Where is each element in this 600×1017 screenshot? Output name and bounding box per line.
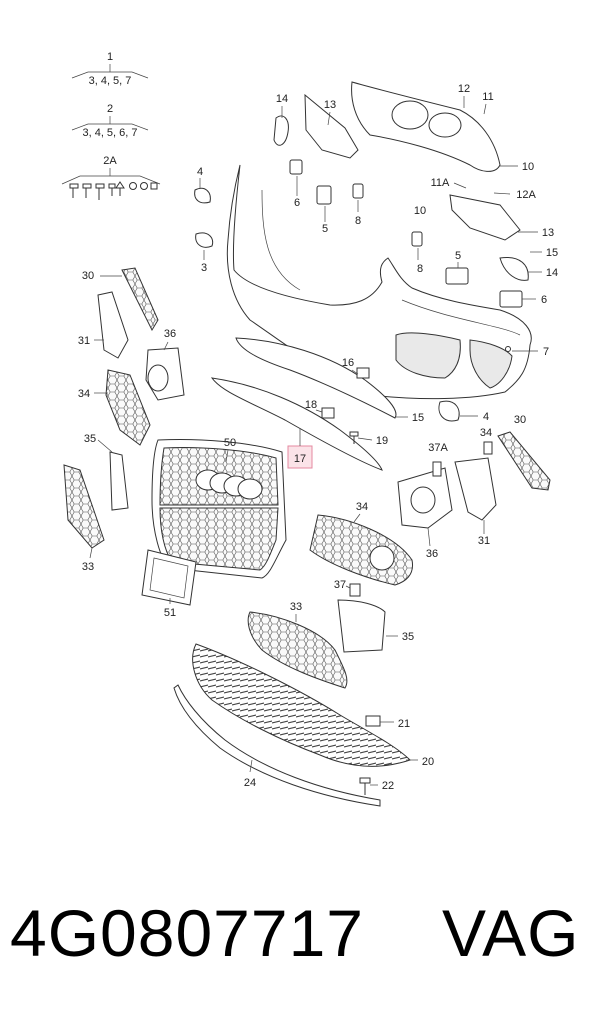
callout-51: 51 [164, 607, 176, 619]
callout-6-right: 6 [541, 294, 547, 306]
clip-19 [321, 407, 335, 419]
clip-37 [349, 583, 361, 597]
plate-35-lower [337, 599, 386, 653]
callout-33-left: 33 [82, 561, 94, 573]
clip-17 [356, 367, 370, 379]
callout-34-left: 34 [78, 388, 90, 400]
callout-20: 19 [376, 435, 388, 447]
callout-34-right: 34 [356, 501, 368, 513]
grille-30-left [121, 267, 159, 332]
callout-11a: 11A [431, 177, 450, 189]
clip-5-left [316, 185, 332, 205]
callout-12: 12 [458, 83, 470, 95]
legend-group-1: 1 3, 4, 5, 7 [71, 51, 149, 87]
callout-8-top: 8 [355, 215, 361, 227]
callout-6-left: 6 [294, 197, 300, 209]
callout-10: 10 [522, 161, 534, 173]
legend-group-2a: 2A [61, 155, 161, 200]
callout-37a: 37A [428, 442, 448, 454]
legend-2-sub: 3, 4, 5, 6, 7 [82, 127, 137, 139]
grille-30-right [497, 431, 551, 491]
callout-11: 11 [482, 91, 493, 103]
clip-8-top [352, 183, 364, 199]
bracket-right [449, 194, 521, 241]
bracket-36-hole [147, 364, 169, 392]
callout-9: 10 [414, 205, 426, 217]
callout-5-right: 5 [455, 250, 461, 262]
callout-30-right: 30 [514, 414, 526, 426]
cap-4-left [194, 187, 211, 204]
clip-6-left [289, 159, 303, 175]
grille-33-left [63, 464, 105, 549]
spoiler-16 [235, 337, 397, 419]
plate-35-left [109, 451, 129, 511]
sensor-cap-6 [499, 290, 523, 308]
callout-36-right: 36 [426, 548, 438, 560]
legend-2-head: 2 [107, 103, 113, 115]
trim-strip-18 [210, 377, 383, 471]
bumper-cover [226, 164, 532, 400]
callout-13-top: 13 [324, 99, 336, 111]
main-grille [151, 439, 287, 579]
callout-4-right: 4 [483, 411, 489, 423]
callout-13-right: 13 [542, 227, 554, 239]
callout-31-left: 31 [78, 335, 90, 347]
callout-35-left: 35 [84, 433, 96, 445]
callout-labels: 14 13 12 11 10 4 6 5 8 11A 12A 10 13 3 8… [78, 83, 558, 792]
clip-22 [365, 715, 381, 727]
callout-3: 3 [201, 262, 207, 274]
callout-19: 18 [305, 399, 317, 411]
legend-1-sub: 3, 4, 5, 7 [89, 75, 132, 87]
side-panel-upper [304, 93, 359, 159]
callout-23: 22 [382, 780, 394, 792]
callout-12a: 12A [516, 189, 536, 201]
grille-34-right [309, 514, 414, 586]
underbody-tray-21 [192, 643, 411, 767]
callout-8-mid: 8 [417, 263, 423, 275]
cap-4-right [438, 400, 460, 422]
cap-3-left [195, 232, 214, 248]
mounting-bracket [351, 81, 501, 172]
sensor-holder-right [499, 256, 529, 281]
screw-set-icon [69, 181, 158, 200]
callout-14-top: 14 [276, 93, 288, 105]
callout-21: 20 [422, 756, 434, 768]
callout-18: 17 [294, 453, 306, 465]
callout-5-left: 5 [322, 223, 328, 235]
callout-4-left: 4 [197, 166, 203, 178]
legend-1-head: 1 [107, 51, 113, 63]
grille-34-left [105, 369, 151, 446]
clip-37a [432, 461, 442, 477]
clip-8-mid [411, 231, 423, 247]
callout-30-left: 30 [82, 270, 94, 282]
panel-31-left [97, 291, 129, 359]
legend-2a-head: 2A [103, 155, 117, 167]
screw-23 [359, 777, 371, 795]
callout-31-right: 31 [478, 535, 490, 547]
callout-17: 16 [342, 357, 354, 369]
callout-14-right: 14 [546, 267, 558, 279]
screw-20 [349, 431, 359, 444]
strip-24 [173, 684, 381, 807]
callout-37: 37 [334, 579, 346, 591]
callout-50: 50 [224, 437, 236, 449]
callout-36-left: 36 [164, 328, 176, 340]
callout-7: 7 [543, 346, 549, 358]
grille-insert-left [273, 115, 289, 146]
part-number: 4G0807717 [10, 896, 364, 970]
callout-24: 24 [244, 777, 256, 789]
callout-35-lower: 35 [402, 631, 414, 643]
callout-33-lower: 33 [290, 601, 302, 613]
clip-32 [483, 441, 493, 455]
callout-16: 15 [412, 412, 424, 424]
brand-name: VAG [442, 896, 580, 970]
callout-15: 15 [546, 247, 558, 259]
panel-31-right [454, 457, 497, 521]
legend-group-2: 2 3, 4, 5, 6, 7 [71, 103, 149, 139]
callout-32: 34 [480, 427, 492, 439]
grille-33-lower [247, 611, 348, 689]
exploded-parts-diagram: 1 3, 4, 5, 7 2 3, 4, 5, 6, 7 2A [61, 51, 558, 807]
sensor-cap-5 [445, 267, 469, 285]
callout-22: 21 [398, 718, 410, 730]
